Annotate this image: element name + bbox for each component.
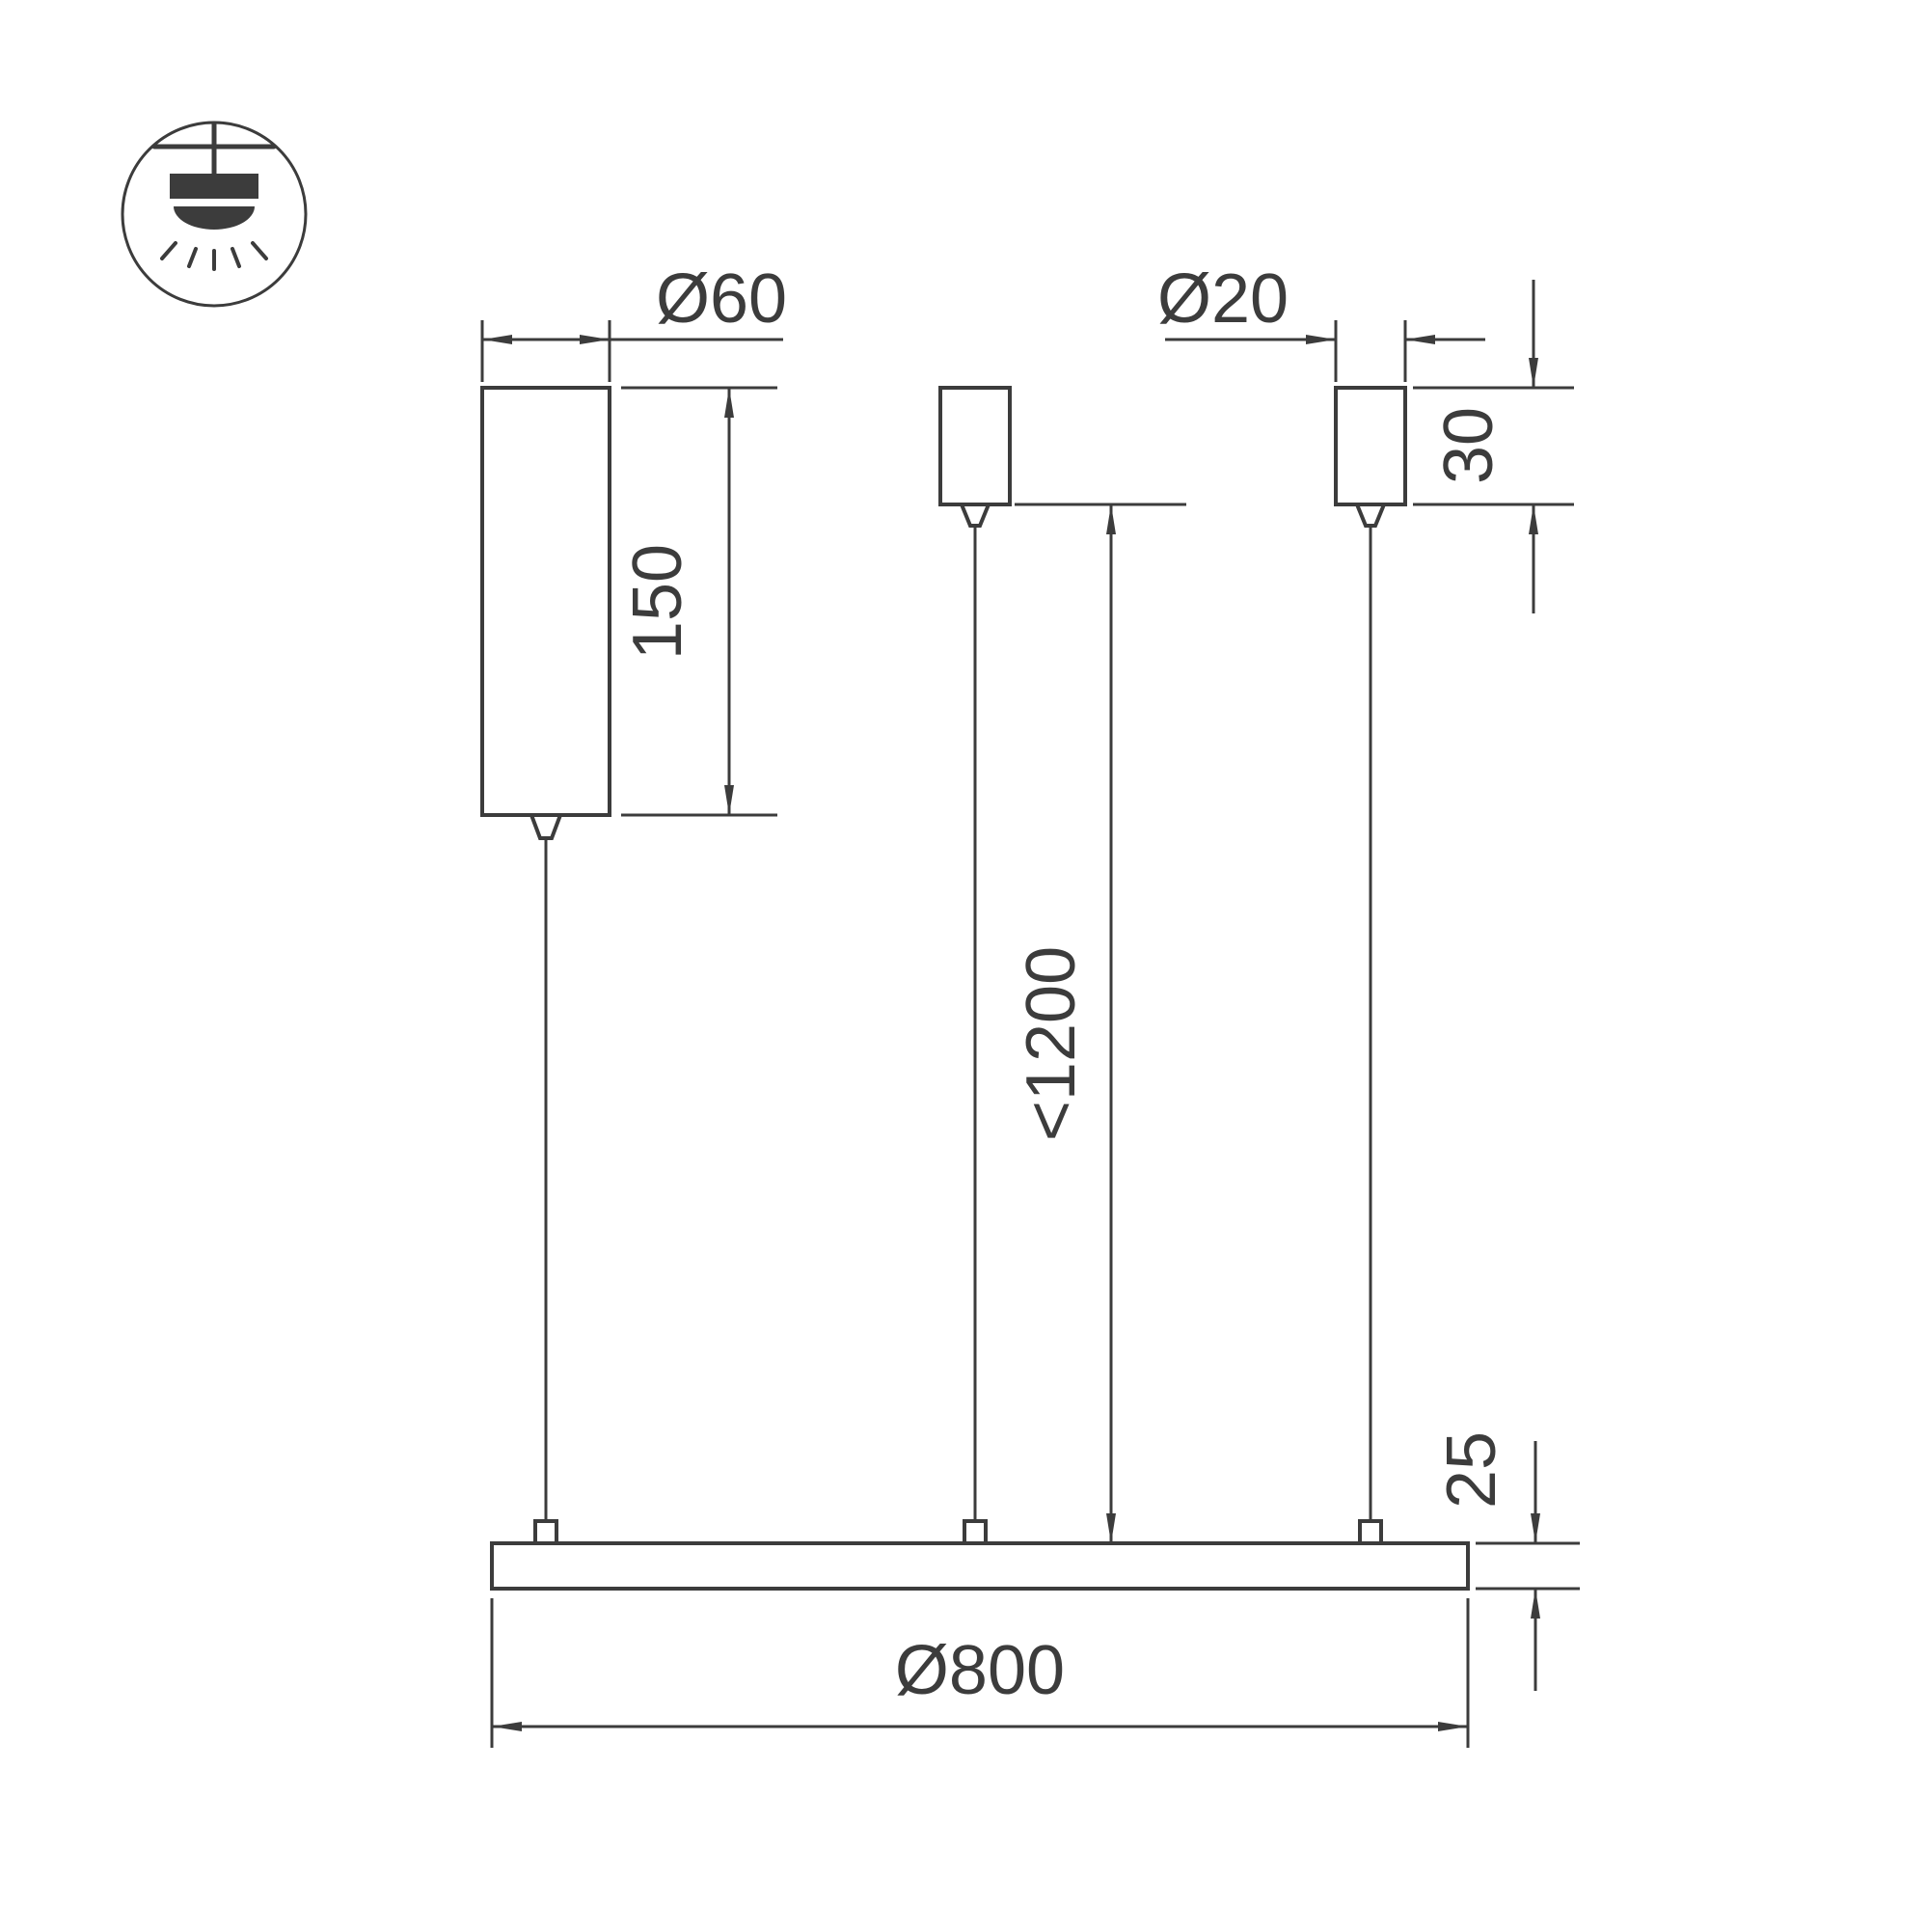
dimension-large-canopy-height: 150 bbox=[619, 386, 777, 817]
dim-label-large-canopy-diameter: Ø60 bbox=[656, 260, 787, 338]
right-canopy-body bbox=[1334, 386, 1407, 506]
dimension-small-canopy-diameter: Ø20 bbox=[1157, 260, 1485, 382]
large-canopy bbox=[480, 386, 611, 1545]
ceiling-pendant-icon bbox=[121, 121, 308, 308]
lamp-body-profile bbox=[490, 1541, 1470, 1591]
middle-canopy-body bbox=[938, 386, 1012, 506]
dimension-small-canopy-height: 30 bbox=[1413, 280, 1574, 613]
icon-lamp-dome bbox=[174, 206, 255, 230]
dim-label-lamp-diameter: Ø800 bbox=[895, 1632, 1065, 1709]
cable-fitting-left bbox=[533, 1519, 558, 1545]
middle-canopy-taper bbox=[959, 503, 991, 528]
dim-label-small-canopy-diameter: Ø20 bbox=[1157, 260, 1289, 338]
large-canopy-body bbox=[480, 386, 611, 817]
dimension-suspension-length: <1200 bbox=[1013, 503, 1186, 1543]
dim-label-suspension-length: <1200 bbox=[1013, 946, 1090, 1141]
cable-fitting-middle bbox=[963, 1519, 988, 1545]
dimension-large-canopy-diameter: Ø60 bbox=[480, 260, 787, 382]
large-canopy-taper bbox=[529, 813, 563, 840]
dim-label-large-canopy-height: 150 bbox=[619, 544, 696, 660]
cable-fitting-right bbox=[1358, 1519, 1383, 1545]
dim-label-lamp-profile-height: 25 bbox=[1433, 1431, 1510, 1509]
middle-canopy bbox=[938, 386, 1012, 1545]
icon-lamp-shade bbox=[170, 174, 258, 199]
dimension-lamp-profile-height: 25 bbox=[1433, 1431, 1580, 1691]
right-canopy-taper bbox=[1354, 503, 1387, 528]
right-canopy bbox=[1334, 386, 1407, 1545]
dim-label-small-canopy-height: 30 bbox=[1430, 407, 1507, 484]
icon-light-rays bbox=[160, 241, 268, 271]
dimension-lamp-diameter: Ø800 bbox=[490, 1598, 1470, 1748]
